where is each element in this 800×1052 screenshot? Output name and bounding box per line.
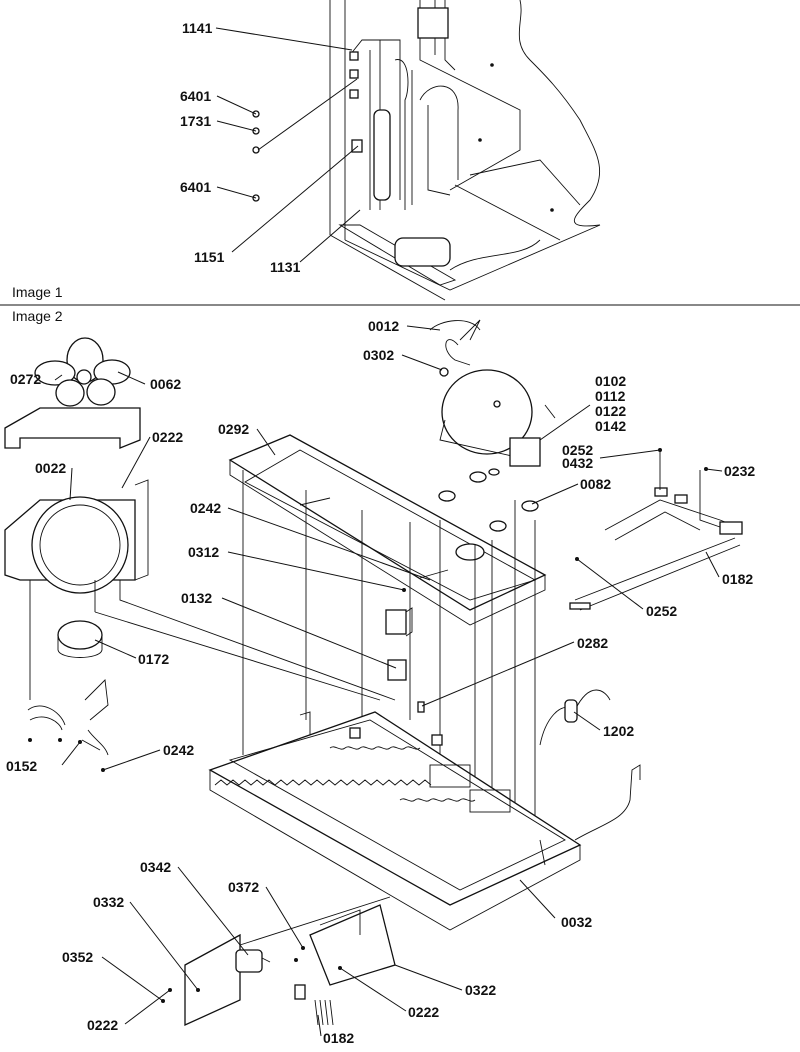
callout-label: 0342: [140, 859, 171, 875]
compressor-icon: [429, 319, 556, 467]
callout-label: 0012: [368, 318, 399, 334]
callout-label: 0242: [163, 742, 194, 758]
image2-leaders: [54, 325, 723, 1037]
callout-label: 0062: [150, 376, 181, 392]
callout-label: 0312: [188, 544, 219, 560]
image1-leaders: [215, 27, 361, 263]
callout-label: 0102: [595, 373, 626, 389]
callout-label: 0182: [323, 1030, 354, 1046]
callout-label: 1141: [182, 20, 213, 36]
callout-label: 0132: [181, 590, 212, 606]
callout-label: 6401: [180, 88, 211, 104]
callout-label: 1731: [180, 113, 211, 129]
callout-label: 0302: [363, 347, 394, 363]
callout-label: 0242: [190, 500, 221, 516]
callout-label: 0372: [228, 879, 259, 895]
fan-blade-icon: [34, 337, 131, 407]
callout-label: 0282: [577, 635, 608, 651]
callout-label: 0252: [562, 442, 593, 458]
callout-label: 0222: [408, 1004, 439, 1020]
callout-label: 0142: [595, 418, 626, 434]
callout-label: 1131: [270, 259, 301, 275]
image2-labels: 0012 0302 0102 0112 0122 0142 0272 0062 …: [6, 318, 755, 1046]
callout-label: 0022: [35, 460, 66, 476]
callout-label: 0272: [10, 371, 41, 387]
callout-label: 6401: [180, 179, 211, 195]
callout-label: 0082: [580, 476, 611, 492]
callout-label: 0432: [562, 455, 593, 471]
callout-label: 0292: [218, 421, 249, 437]
callout-label: 0032: [561, 914, 592, 930]
image1-drawing: [252, 0, 601, 301]
image1-caption: Image 1: [12, 284, 63, 300]
image2-caption: Image 2: [12, 308, 63, 324]
callout-label: 0352: [62, 949, 93, 965]
image2-drawing: [4, 319, 743, 1027]
callout-label: 0222: [152, 429, 183, 445]
callout-label: 0112: [595, 388, 626, 404]
callout-label: 0332: [93, 894, 124, 910]
callout-label: 0122: [595, 403, 626, 419]
callout-label: 0232: [724, 463, 755, 479]
callout-label: 0172: [138, 651, 169, 667]
callout-label: 1202: [603, 723, 634, 739]
callout-label: 0222: [87, 1017, 118, 1033]
callout-label: 0182: [722, 571, 753, 587]
image1-labels: 1141 6401 1731 6401 1151 1131: [180, 20, 301, 275]
callout-label: 0322: [465, 982, 496, 998]
callout-label: 0252: [646, 603, 677, 619]
callout-label: 0152: [6, 758, 37, 774]
callout-label: 1151: [194, 249, 225, 265]
